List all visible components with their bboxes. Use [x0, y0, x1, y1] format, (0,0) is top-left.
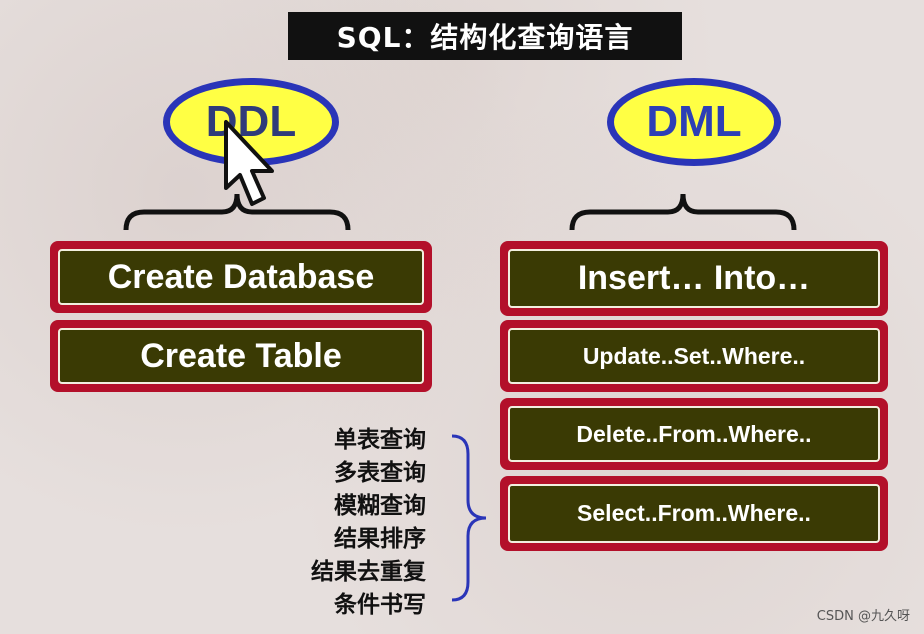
feature-brace-icon: [451, 434, 487, 602]
create-table-box: Create Table: [50, 320, 432, 392]
create-table-label: Create Table: [58, 328, 424, 384]
delete-from-where-label: Delete..From..Where..: [508, 406, 880, 462]
dml-brace-icon: [569, 193, 797, 231]
update-set-where-label: Update..Set..Where..: [508, 328, 880, 384]
watermark: CSDN @九久呀: [816, 609, 910, 624]
create-database-box: Create Database: [50, 241, 432, 313]
select-feature-item: 模糊查询: [334, 493, 426, 519]
dml-ellipse: DML: [607, 78, 781, 166]
ddl-label: DDL: [205, 97, 297, 146]
select-feature-item: 条件书写: [334, 592, 426, 618]
ddl-brace-icon: [123, 193, 351, 231]
select-feature-item: 结果去重复: [311, 559, 426, 585]
select-feature-item: 多表查询: [334, 460, 426, 486]
insert-into-label: Insert… Into…: [508, 249, 880, 308]
select-feature-list: 单表查询 多表查询 模糊查询 结果排序 结果去重复 条件书写: [300, 424, 426, 622]
select-from-where-label: Select..From..Where..: [508, 484, 880, 543]
page-title: SQL：结构化查询语言: [288, 12, 682, 60]
create-database-label: Create Database: [58, 249, 424, 305]
insert-into-box: Insert… Into…: [500, 241, 888, 316]
dml-label: DML: [646, 97, 742, 146]
update-set-where-box: Update..Set..Where..: [500, 320, 888, 392]
mouse-cursor-icon: [224, 120, 274, 206]
select-feature-item: 结果排序: [334, 526, 426, 552]
select-from-where-box: Select..From..Where..: [500, 476, 888, 551]
select-feature-item: 单表查询: [334, 427, 426, 453]
delete-from-where-box: Delete..From..Where..: [500, 398, 888, 470]
